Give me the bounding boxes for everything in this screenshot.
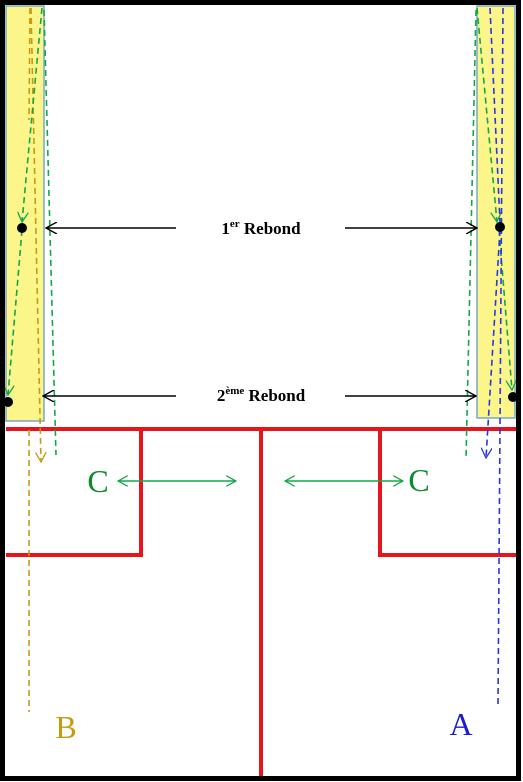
label-c-left: C (87, 463, 108, 499)
bounce-point-left-1 (17, 223, 27, 233)
trajectory-a-3 (497, 7, 504, 706)
rebound-arrows (43, 228, 477, 396)
bounce-point-right-2 (508, 392, 518, 402)
rebond1-label: 1er Rebond (221, 218, 301, 238)
left-service-box (6, 429, 143, 557)
bounce-point-right-1 (495, 222, 505, 232)
right-service-box (378, 429, 517, 557)
trajectory-green-right-1 (476, 7, 497, 222)
trajectory-a-2 (486, 229, 501, 458)
trajectory-green-left-2 (8, 229, 23, 395)
trajectory-b-descent (30, 7, 41, 462)
trajectory-green-left-3 (43, 9, 57, 456)
trajectory-b-top (28, 7, 31, 121)
rebond2-label: 2ème Rebond (217, 385, 306, 405)
label-c-right: C (408, 462, 429, 498)
trajectory-green-right-3 (465, 9, 477, 461)
trajectory-a-1 (489, 7, 501, 223)
bounce-point-left-2 (3, 397, 13, 407)
court-lines (6, 427, 517, 778)
label-b: B (55, 709, 76, 745)
trajectory-green-left-1 (22, 7, 43, 222)
label-a: A (449, 706, 472, 742)
trajectory-green-right-2 (498, 229, 512, 390)
